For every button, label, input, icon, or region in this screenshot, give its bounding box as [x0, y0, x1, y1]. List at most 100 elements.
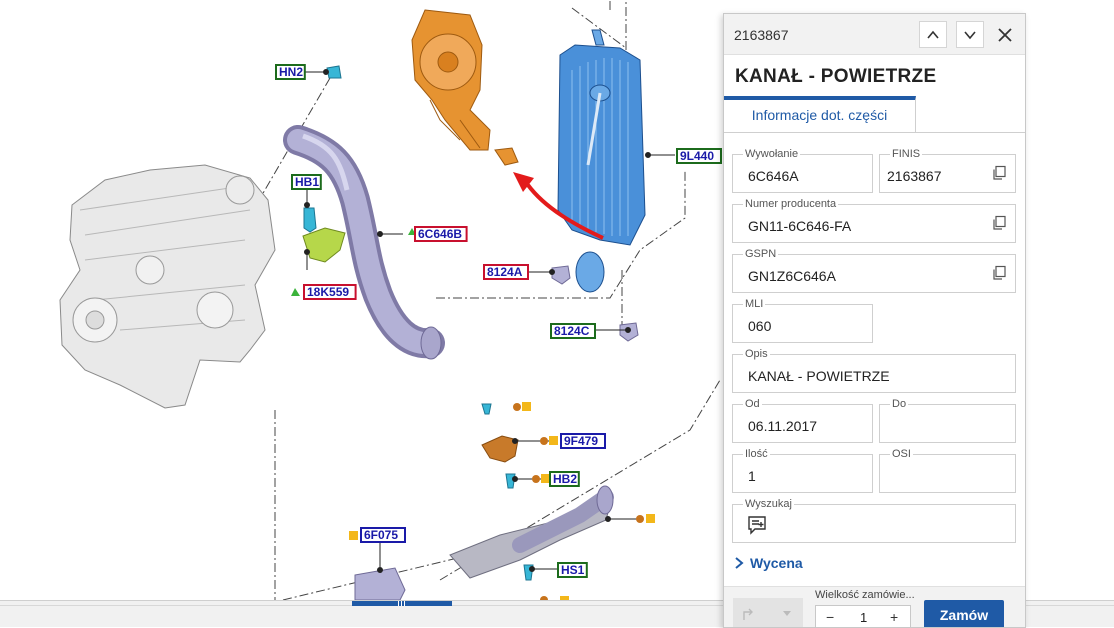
field-label: Od — [743, 397, 762, 411]
part-label-6c646b[interactable]: 6C646B — [414, 226, 468, 242]
order-button[interactable]: Zamów — [924, 600, 1004, 627]
chevron-up-icon — [927, 30, 939, 39]
next-part-button[interactable] — [956, 21, 984, 48]
field-osi[interactable]: OSI — [879, 447, 1016, 493]
direction-arrow — [513, 172, 604, 240]
air-duct-6c646[interactable] — [283, 125, 445, 360]
lower-components[interactable] — [354, 435, 614, 600]
field-label: OSI — [890, 447, 913, 461]
field-wyszukaj[interactable]: Wyszukaj — [732, 497, 1016, 543]
scroll-thumb[interactable] — [352, 601, 452, 606]
scroll-grip-icon — [392, 601, 410, 606]
part-label-text: 6C646B — [418, 227, 462, 241]
field-value: GN1Z6C646A — [748, 268, 836, 284]
previous-part-button[interactable] — [919, 21, 947, 48]
callout-lines — [304, 69, 675, 573]
part-label-text: 18K559 — [307, 285, 349, 299]
field-do[interactable]: Do — [879, 397, 1016, 443]
engine-block[interactable] — [59, 164, 276, 409]
field-value: 2163867 — [887, 168, 942, 184]
field-value: 060 — [748, 318, 772, 334]
part-label-9l440[interactable]: 9L440 — [676, 148, 722, 164]
part-label-text: HN2 — [279, 65, 303, 79]
part-label-text: 8124A — [487, 265, 523, 279]
field-label: Ilość — [743, 447, 770, 461]
quantity-minus-button[interactable]: − — [826, 609, 835, 625]
part-label-hs1[interactable]: HS1 — [557, 562, 588, 578]
copy-icon[interactable] — [991, 265, 1007, 281]
fan-shroud[interactable] — [411, 9, 519, 166]
field-label: Wywołanie — [743, 147, 801, 161]
part-label-box — [549, 471, 580, 487]
field-label: FINIS — [890, 147, 923, 161]
part-label-9f479[interactable]: 9F479 — [560, 433, 606, 449]
field-label: Opis — [743, 347, 770, 361]
quantity-label: Wielkość zamówie... — [814, 589, 924, 601]
close-icon — [998, 27, 1012, 42]
field-finis[interactable]: FINIS 2163867 — [879, 147, 1016, 193]
part-label-box — [291, 174, 322, 190]
panel-header: 2163867 — [724, 14, 1025, 55]
field-label: Numer producenta — [743, 197, 839, 211]
field-value: 6C646A — [748, 168, 799, 184]
field-label: Wyszukaj — [743, 497, 794, 511]
part-label-text: HB1 — [295, 175, 319, 189]
part-label-hb2[interactable]: HB2 — [549, 471, 580, 487]
part-label-6f075[interactable]: 6F075 — [360, 527, 406, 543]
caret-down-icon — [783, 611, 791, 616]
quantity-value[interactable]: 1 — [860, 610, 868, 625]
wycena-toggle[interactable]: Wycena — [734, 555, 803, 571]
part-id: 2163867 — [734, 27, 789, 43]
panel-tabs: Informacje dot. części — [724, 96, 1025, 133]
wycena-label: Wycena — [750, 555, 803, 571]
field-label: Do — [890, 397, 909, 411]
copy-icon[interactable] — [991, 165, 1007, 181]
tab-part-info[interactable]: Informacje dot. części — [724, 96, 916, 132]
field-label: GSPN — [743, 247, 779, 261]
grommet-8124a[interactable] — [551, 265, 571, 285]
part-label-box — [275, 64, 306, 80]
part-label-text: HS1 — [561, 563, 585, 577]
part-title: KANAŁ - POWIETRZE — [735, 66, 937, 87]
field-numer-producenta[interactable]: Numer producenta GN11-6C646-FA — [732, 197, 1016, 243]
part-label-box — [557, 562, 588, 578]
bracket-18k559[interactable] — [302, 227, 346, 263]
chevron-right-icon — [735, 557, 744, 569]
chevron-down-icon — [964, 30, 976, 39]
clips — [303, 65, 534, 581]
part-label-text: 9F479 — [564, 434, 598, 448]
part-label-8124a[interactable]: 8124A — [483, 264, 529, 280]
quantity-plus-button[interactable]: + — [890, 609, 899, 625]
part-label-box — [550, 323, 596, 339]
part-label-text: HB2 — [553, 472, 577, 486]
field-value: 06.11.2017 — [748, 418, 818, 434]
part-label-hn2[interactable]: HN2 — [275, 64, 306, 80]
part-detail-panel: 2163867 KANAŁ - POWIETRZE Informacje dot… — [723, 13, 1026, 628]
share-icon — [743, 608, 753, 620]
search-list-icon[interactable] — [747, 515, 767, 535]
field-opis[interactable]: Opis KANAŁ - POWIETRZE — [732, 347, 1016, 393]
disabled-action-button[interactable] — [733, 598, 803, 627]
part-label-hb1[interactable]: HB1 — [291, 174, 322, 190]
close-button[interactable] — [992, 21, 1018, 48]
intercooler-9l440[interactable] — [557, 29, 646, 293]
copy-icon[interactable] — [991, 215, 1007, 231]
part-label-text: 8124C — [554, 324, 590, 338]
part-label-box — [360, 527, 406, 543]
field-value: GN11-6C646-FA — [748, 218, 852, 234]
field-wywolanie[interactable]: Wywołanie 6C646A — [732, 147, 873, 193]
field-ilosc[interactable]: Ilość 1 — [732, 447, 873, 493]
field-value: KANAŁ - POWIETRZE — [748, 368, 890, 384]
field-value: 1 — [748, 468, 756, 484]
part-label-box — [483, 264, 529, 280]
field-label: MLI — [743, 297, 766, 311]
part-label-18k559[interactable]: 18K559 — [303, 284, 357, 300]
field-gspn[interactable]: GSPN GN1Z6C646A — [732, 247, 1016, 293]
field-od[interactable]: Od 06.11.2017 — [732, 397, 873, 443]
quantity-stepper[interactable]: − 1 + — [815, 605, 911, 627]
field-mli[interactable]: MLI 060 — [732, 297, 873, 343]
part-label-8124c[interactable]: 8124C — [550, 323, 596, 339]
part-label-box — [676, 148, 722, 164]
